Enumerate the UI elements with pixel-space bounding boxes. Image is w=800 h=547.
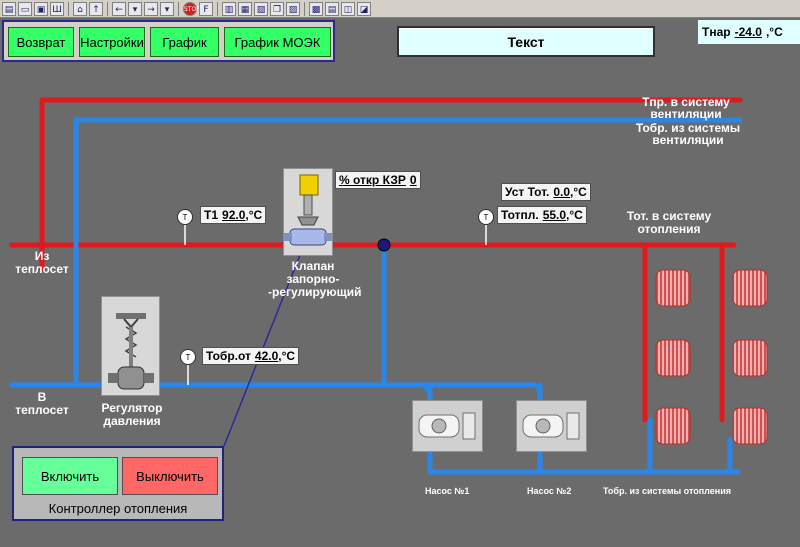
tobr-sensor-icon: T — [180, 349, 196, 365]
valve-icon — [284, 169, 332, 255]
radiators — [656, 270, 767, 444]
pump-1-icon — [413, 401, 482, 451]
heat-return-label: Тобр. из системы отопления — [603, 486, 731, 496]
tobr-readout: Тобр.от 42.0 ,°C — [202, 347, 299, 365]
tobr-value: 42.0 — [255, 349, 278, 363]
t1-label: Т1 — [204, 208, 218, 222]
pump-1[interactable] — [412, 400, 483, 452]
kzr-value: 0 — [410, 173, 417, 187]
t1-value: 92.0 — [222, 208, 245, 222]
to-heatnet-label: В теплосет — [12, 391, 72, 417]
kzr-label: % откр КЗР — [339, 173, 406, 187]
totpl-sensor-icon: T — [478, 209, 494, 225]
ust-unit: ,°C — [570, 185, 587, 199]
control-valve[interactable] — [283, 168, 333, 256]
controller-title: Контроллер отопления — [14, 501, 222, 516]
t1-unit: ,°C — [245, 208, 262, 222]
heat-supply-label: Тот. в систему отопления — [624, 210, 714, 236]
ust-value: 0.0 — [553, 185, 570, 199]
tobr-label: Тобр.от — [206, 349, 251, 363]
totpl-unit: ,°C — [566, 208, 583, 222]
kzr-readout: % откр КЗР 0 — [335, 171, 421, 189]
disable-button[interactable]: Выключить — [122, 457, 218, 495]
junction-node — [378, 239, 390, 251]
pump-2-icon — [517, 401, 586, 451]
totpl-readout: Тотпл. 55.0 ,°C — [497, 206, 587, 224]
vent-supply-label: Тпр. в систему вентиляции — [638, 96, 734, 120]
pump1-label: Насос №1 — [425, 486, 469, 496]
regulator-icon — [102, 297, 159, 395]
vent-return-pipe — [76, 120, 740, 385]
enable-button[interactable]: Включить — [22, 457, 118, 495]
valve-label: Клапан запорно- -регулирующий — [268, 260, 358, 299]
ust-label: Уст Тот. — [505, 185, 549, 199]
t1-readout: Т1 92.0 ,°C — [200, 206, 266, 224]
tobr-unit: ,°C — [278, 349, 295, 363]
t1-sensor-icon: T — [177, 209, 193, 225]
heating-controller-panel: Включить Выключить Контроллер отопления — [12, 446, 224, 521]
pump-2[interactable] — [516, 400, 587, 452]
pump2-label: Насос №2 — [527, 486, 571, 496]
ust-readout: Уст Тот. 0.0 ,°C — [501, 183, 591, 201]
from-heatnet-label: Из теплосет — [12, 250, 72, 276]
totpl-value: 55.0 — [543, 208, 566, 222]
vent-return-label: Тобр. из системы вентиляции — [632, 122, 744, 146]
totpl-label: Тотпл. — [501, 208, 539, 222]
regulator-label: Регулятор давления — [94, 402, 170, 428]
pressure-regulator[interactable] — [101, 296, 160, 396]
